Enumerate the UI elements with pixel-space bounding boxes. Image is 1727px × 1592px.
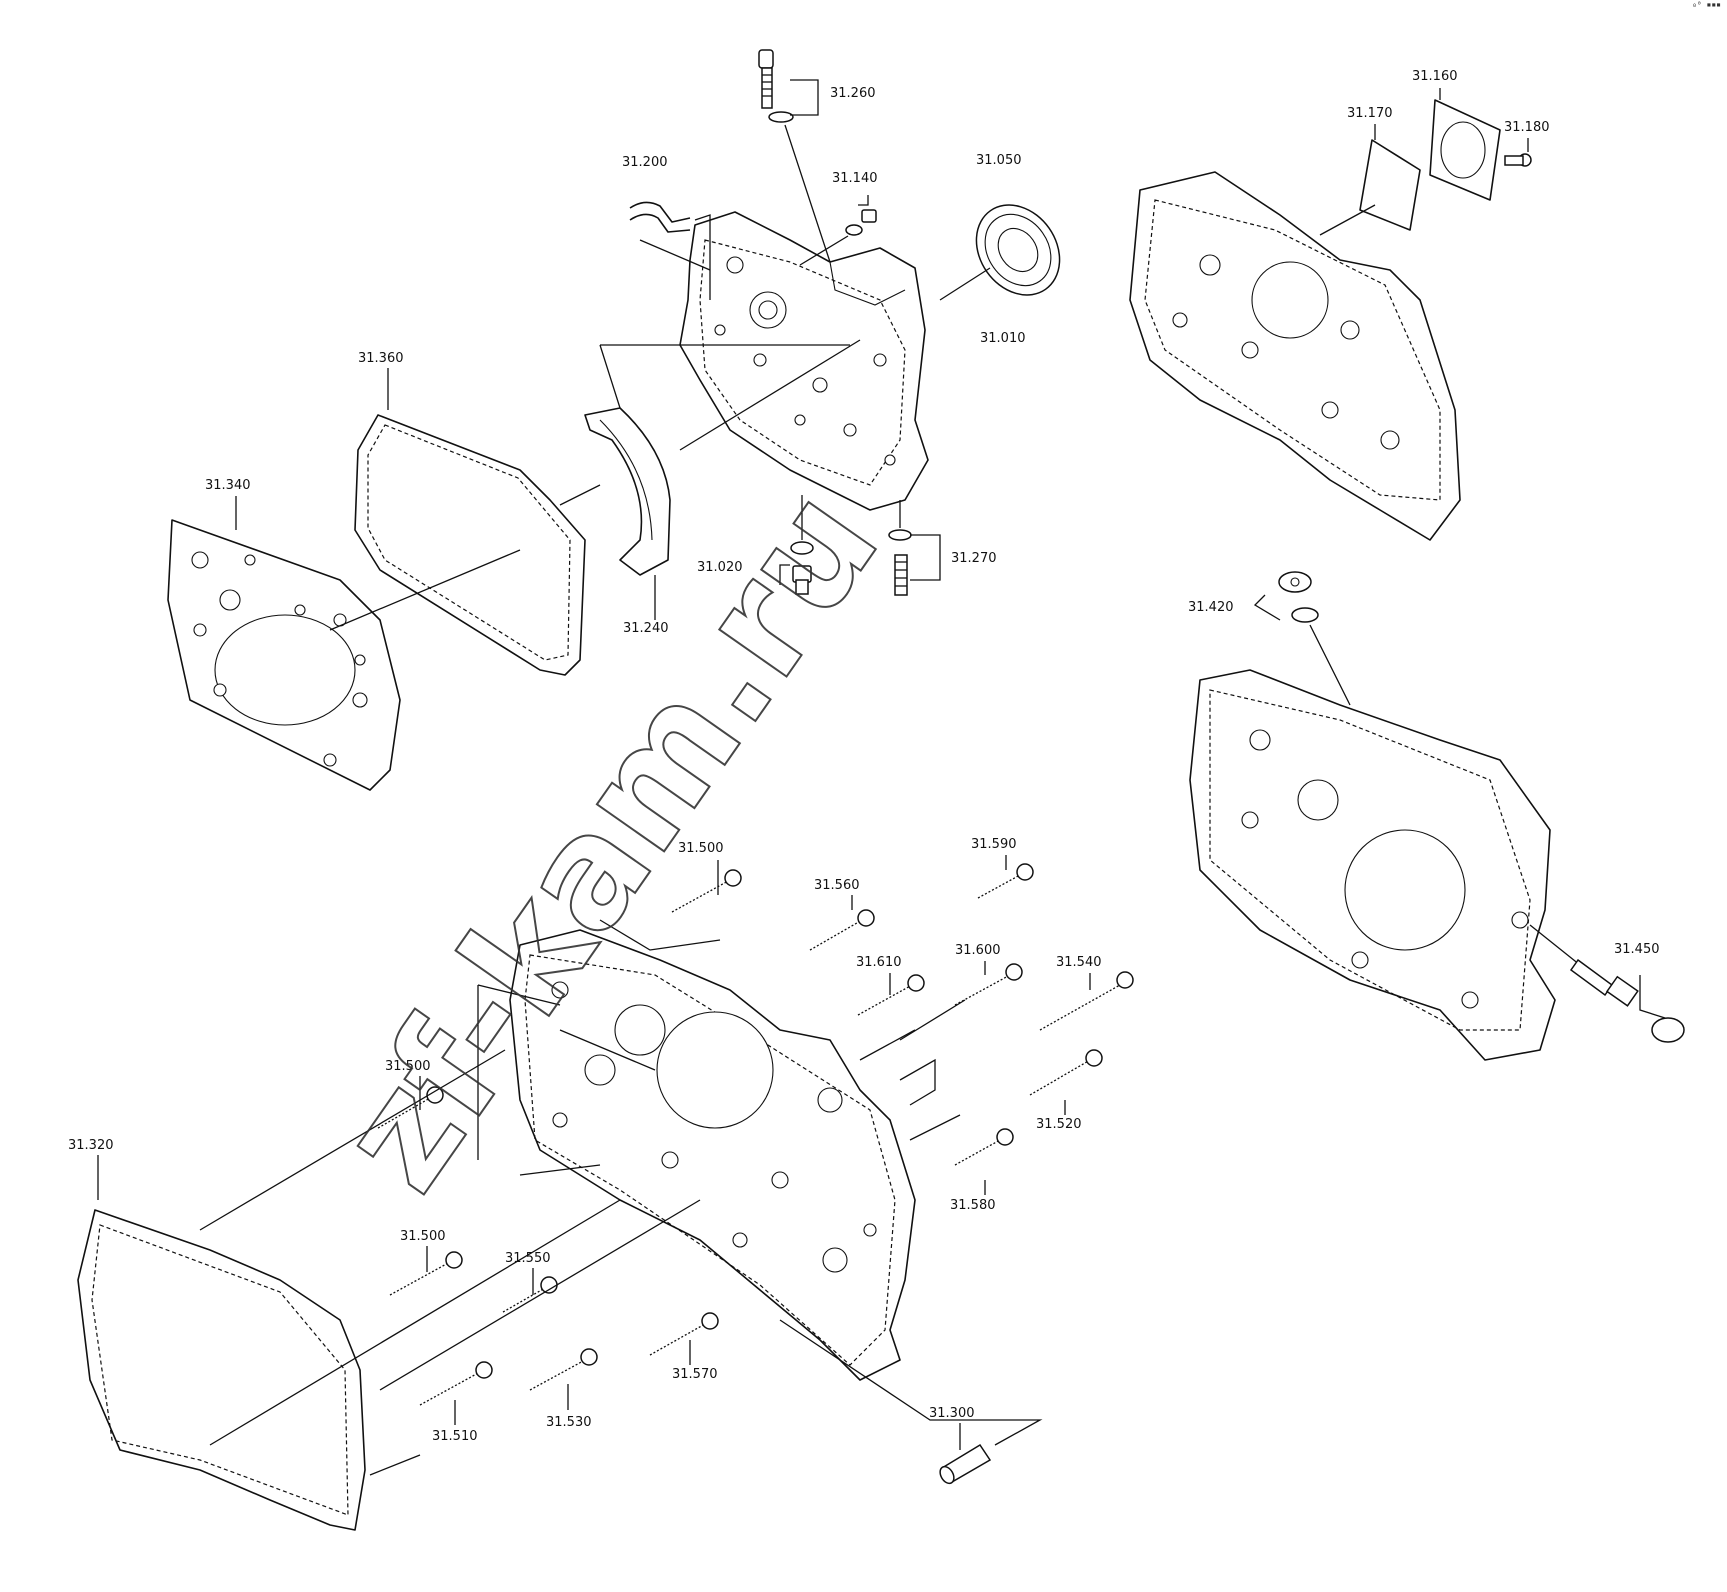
label-31600: 31.600 — [955, 943, 1001, 958]
label-31550: 31.550 — [505, 1251, 551, 1266]
label-31560: 31.560 — [814, 878, 860, 893]
label-31160: 31.160 — [1412, 69, 1458, 84]
bolt-31580 — [954, 1128, 1014, 1166]
main-housing-part — [509, 929, 916, 1381]
bearing-part — [939, 204, 1061, 301]
label-31010: 31.010 — [980, 331, 1026, 346]
callout-brackets — [779, 79, 1666, 1019]
label-31590: 31.590 — [971, 837, 1017, 852]
label-31050: 31.050 — [976, 153, 1022, 168]
plate-31340-part — [167, 519, 401, 791]
label-31500-low: 31.500 — [400, 1229, 446, 1244]
bolt-31500c — [389, 1251, 463, 1296]
label-31500-mid: 31.500 — [385, 1059, 431, 1074]
label-31020: 31.020 — [697, 560, 743, 575]
screw-31270-part — [888, 500, 912, 596]
housing-rear-part — [1129, 171, 1461, 541]
plug-31020-part — [790, 495, 814, 595]
label-31140: 31.140 — [832, 171, 878, 186]
pin-31300-part — [939, 1443, 992, 1485]
label-ticks — [97, 88, 1529, 1450]
part-labels: 31.260 31.200 31.140 31.050 31.010 31.36… — [68, 69, 1660, 1444]
bolt-31550 — [502, 1276, 558, 1313]
label-31610: 31.610 — [856, 955, 902, 970]
bolt-31500a — [671, 869, 742, 913]
housing-cover-part — [679, 211, 929, 511]
sensor-31450-part — [1569, 958, 1685, 1043]
bolts-group — [377, 863, 1134, 1406]
bolt-31540 — [1039, 971, 1134, 1031]
shift-fork-part — [584, 339, 861, 620]
label-31170: 31.170 — [1347, 106, 1393, 121]
leader-lines-bottom — [199, 919, 1043, 1476]
bolt-31560 — [809, 909, 875, 951]
label-31450: 31.450 — [1614, 942, 1660, 957]
label-31270: 31.270 — [951, 551, 997, 566]
bolt-31530 — [529, 1348, 598, 1391]
label-31240: 31.240 — [623, 621, 669, 636]
plug-31420-part — [1278, 571, 1351, 706]
label-31530: 31.530 — [546, 1415, 592, 1430]
bolt-31610 — [857, 974, 925, 1016]
cover-31160-part — [1319, 99, 1532, 236]
label-31570: 31.570 — [672, 1367, 718, 1382]
label-31580: 31.580 — [950, 1198, 996, 1213]
bolt-31520 — [1029, 1049, 1103, 1096]
label-31520: 31.520 — [1036, 1117, 1082, 1132]
screw-31260-part — [758, 49, 831, 263]
bolt-31590 — [977, 863, 1034, 899]
gasket-31360-part — [354, 414, 586, 676]
label-31260: 31.260 — [830, 86, 876, 101]
label-31500-top: 31.500 — [678, 841, 724, 856]
corner-mark: ₀⁰ ▪▪▪ — [1692, 0, 1721, 9]
label-31540: 31.540 — [1056, 955, 1102, 970]
bolt-31600 — [954, 963, 1023, 1006]
plug-31140-part — [799, 209, 877, 266]
label-31300: 31.300 — [929, 1406, 975, 1421]
label-31420: 31.420 — [1188, 600, 1234, 615]
label-31320: 31.320 — [68, 1138, 114, 1153]
label-31340: 31.340 — [205, 478, 251, 493]
bolt-31510 — [419, 1361, 493, 1406]
label-31510: 31.510 — [432, 1429, 478, 1444]
label-31200: 31.200 — [622, 155, 668, 170]
housing-mid-right-part — [1189, 669, 1581, 1061]
bolt-31500b — [377, 1086, 444, 1129]
bolt-31570 — [649, 1312, 719, 1356]
label-31180: 31.180 — [1504, 120, 1550, 135]
gasket-31320-part — [77, 1209, 366, 1531]
label-31360: 31.360 — [358, 351, 404, 366]
pipe-31200-part — [629, 201, 711, 300]
